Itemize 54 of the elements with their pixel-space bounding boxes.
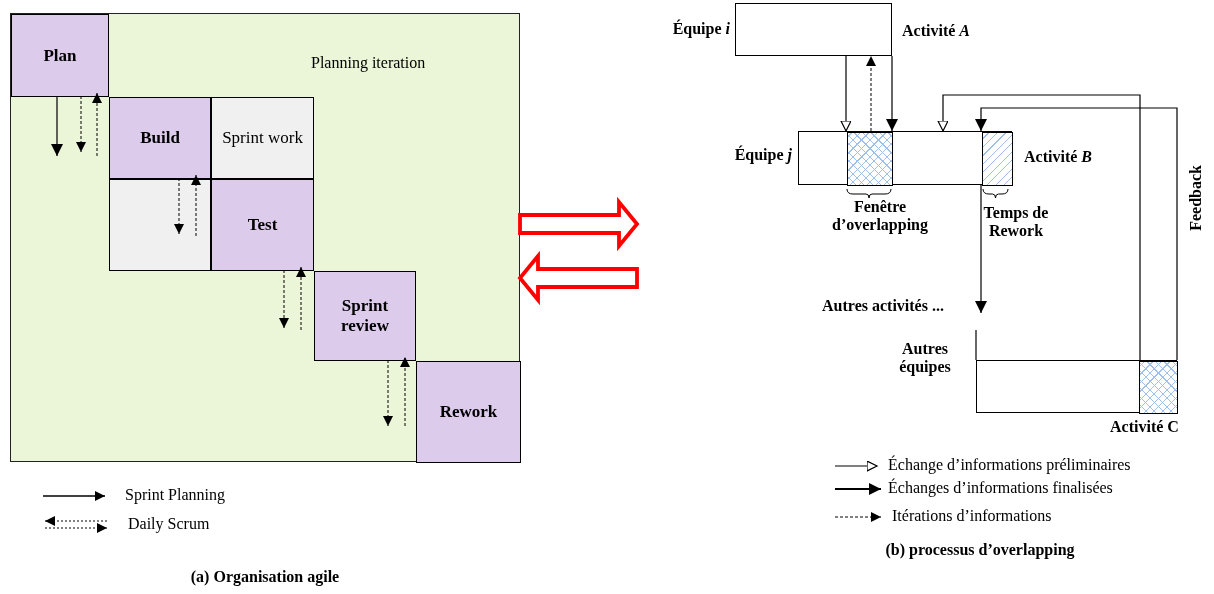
box-label: Build [139,128,181,148]
overlap-window [1139,361,1178,414]
phase-box [11,14,109,97]
box-label: Sprint work [221,128,304,148]
arrow [400,356,410,427]
side-label: Activité A [902,22,971,41]
arrow [840,55,852,132]
box-label: Sprint review [340,296,390,336]
activity-bar [976,360,1177,413]
work-box [109,179,211,271]
legend-text: Sprint Planning [125,486,225,504]
arrow [866,55,876,132]
arrow [383,359,393,427]
arrow [191,174,201,237]
side-label: Fenêtre d’overlapping [831,198,929,235]
caption: (b) processus d’overlapping [884,541,1076,560]
arrow [174,177,184,235]
overlap-window [847,132,893,186]
block-arrow [517,250,639,306]
phase-box [109,97,211,179]
panel-title: Planning iteration [311,54,426,73]
arrow [51,95,63,157]
planning-panel [10,13,520,462]
arrow [296,266,306,331]
legend-text: Itérations d’informations [892,507,1052,525]
arrow [92,92,102,157]
activity-bar [798,131,1012,185]
activity-bar [735,3,892,56]
arrow [975,184,987,314]
legend-text: Daily Scrum [128,515,210,533]
phase-box [211,179,314,271]
work-box [211,97,314,179]
arrow [279,269,289,329]
phase-box [314,271,416,361]
arrow [975,107,1178,361]
arrow [76,95,86,153]
caption: (a) Organisation agile [189,568,341,587]
side-label: Activité C [1110,418,1180,437]
side-label: Temps de Rework [982,204,1050,241]
arrow [937,94,1141,361]
activity-label: Autres activités ... [821,296,945,316]
box-label: Plan [42,45,78,66]
block-arrow [518,196,640,252]
box-label: Test [246,215,279,235]
side-label: Autres équipes [898,340,952,377]
side-label: Activité B [1024,148,1093,167]
legend-text: Échanges d’informations finalisées [888,479,1113,497]
side-label: Équipe i [671,20,730,39]
edge-label: Feedback [1187,165,1205,231]
arrow [886,55,898,132]
box-label: Rework [438,402,499,422]
legend-text: Échange d’informations préliminaires [888,456,1131,474]
phase-box [416,361,521,463]
rework-window [982,132,1013,186]
